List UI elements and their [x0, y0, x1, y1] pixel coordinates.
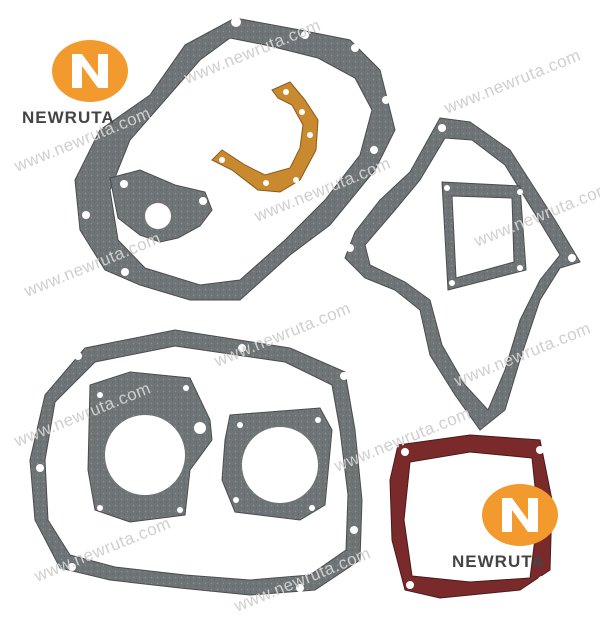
brand-logo-top: NEWRUTA: [22, 38, 162, 128]
logo-mark-icon: [480, 482, 560, 548]
small-pump-gasket: [109, 169, 213, 243]
logo-mark-icon: [50, 38, 130, 104]
brand-name: NEWRUTA: [22, 108, 115, 127]
crankcase-gasket-lower: [29, 329, 363, 596]
cylinder-base-gasket: [87, 371, 213, 523]
valve-cover-gasket: [441, 181, 527, 291]
crankcase-gasket-left: [74, 17, 396, 317]
brand-name: NEWRUTA: [452, 552, 545, 571]
side-cover-gasket: [344, 117, 581, 431]
brand-logo-bottom: NEWRUTA: [452, 482, 592, 572]
copper-gasket: [211, 81, 319, 193]
cylinder-square-gasket: [221, 407, 333, 521]
